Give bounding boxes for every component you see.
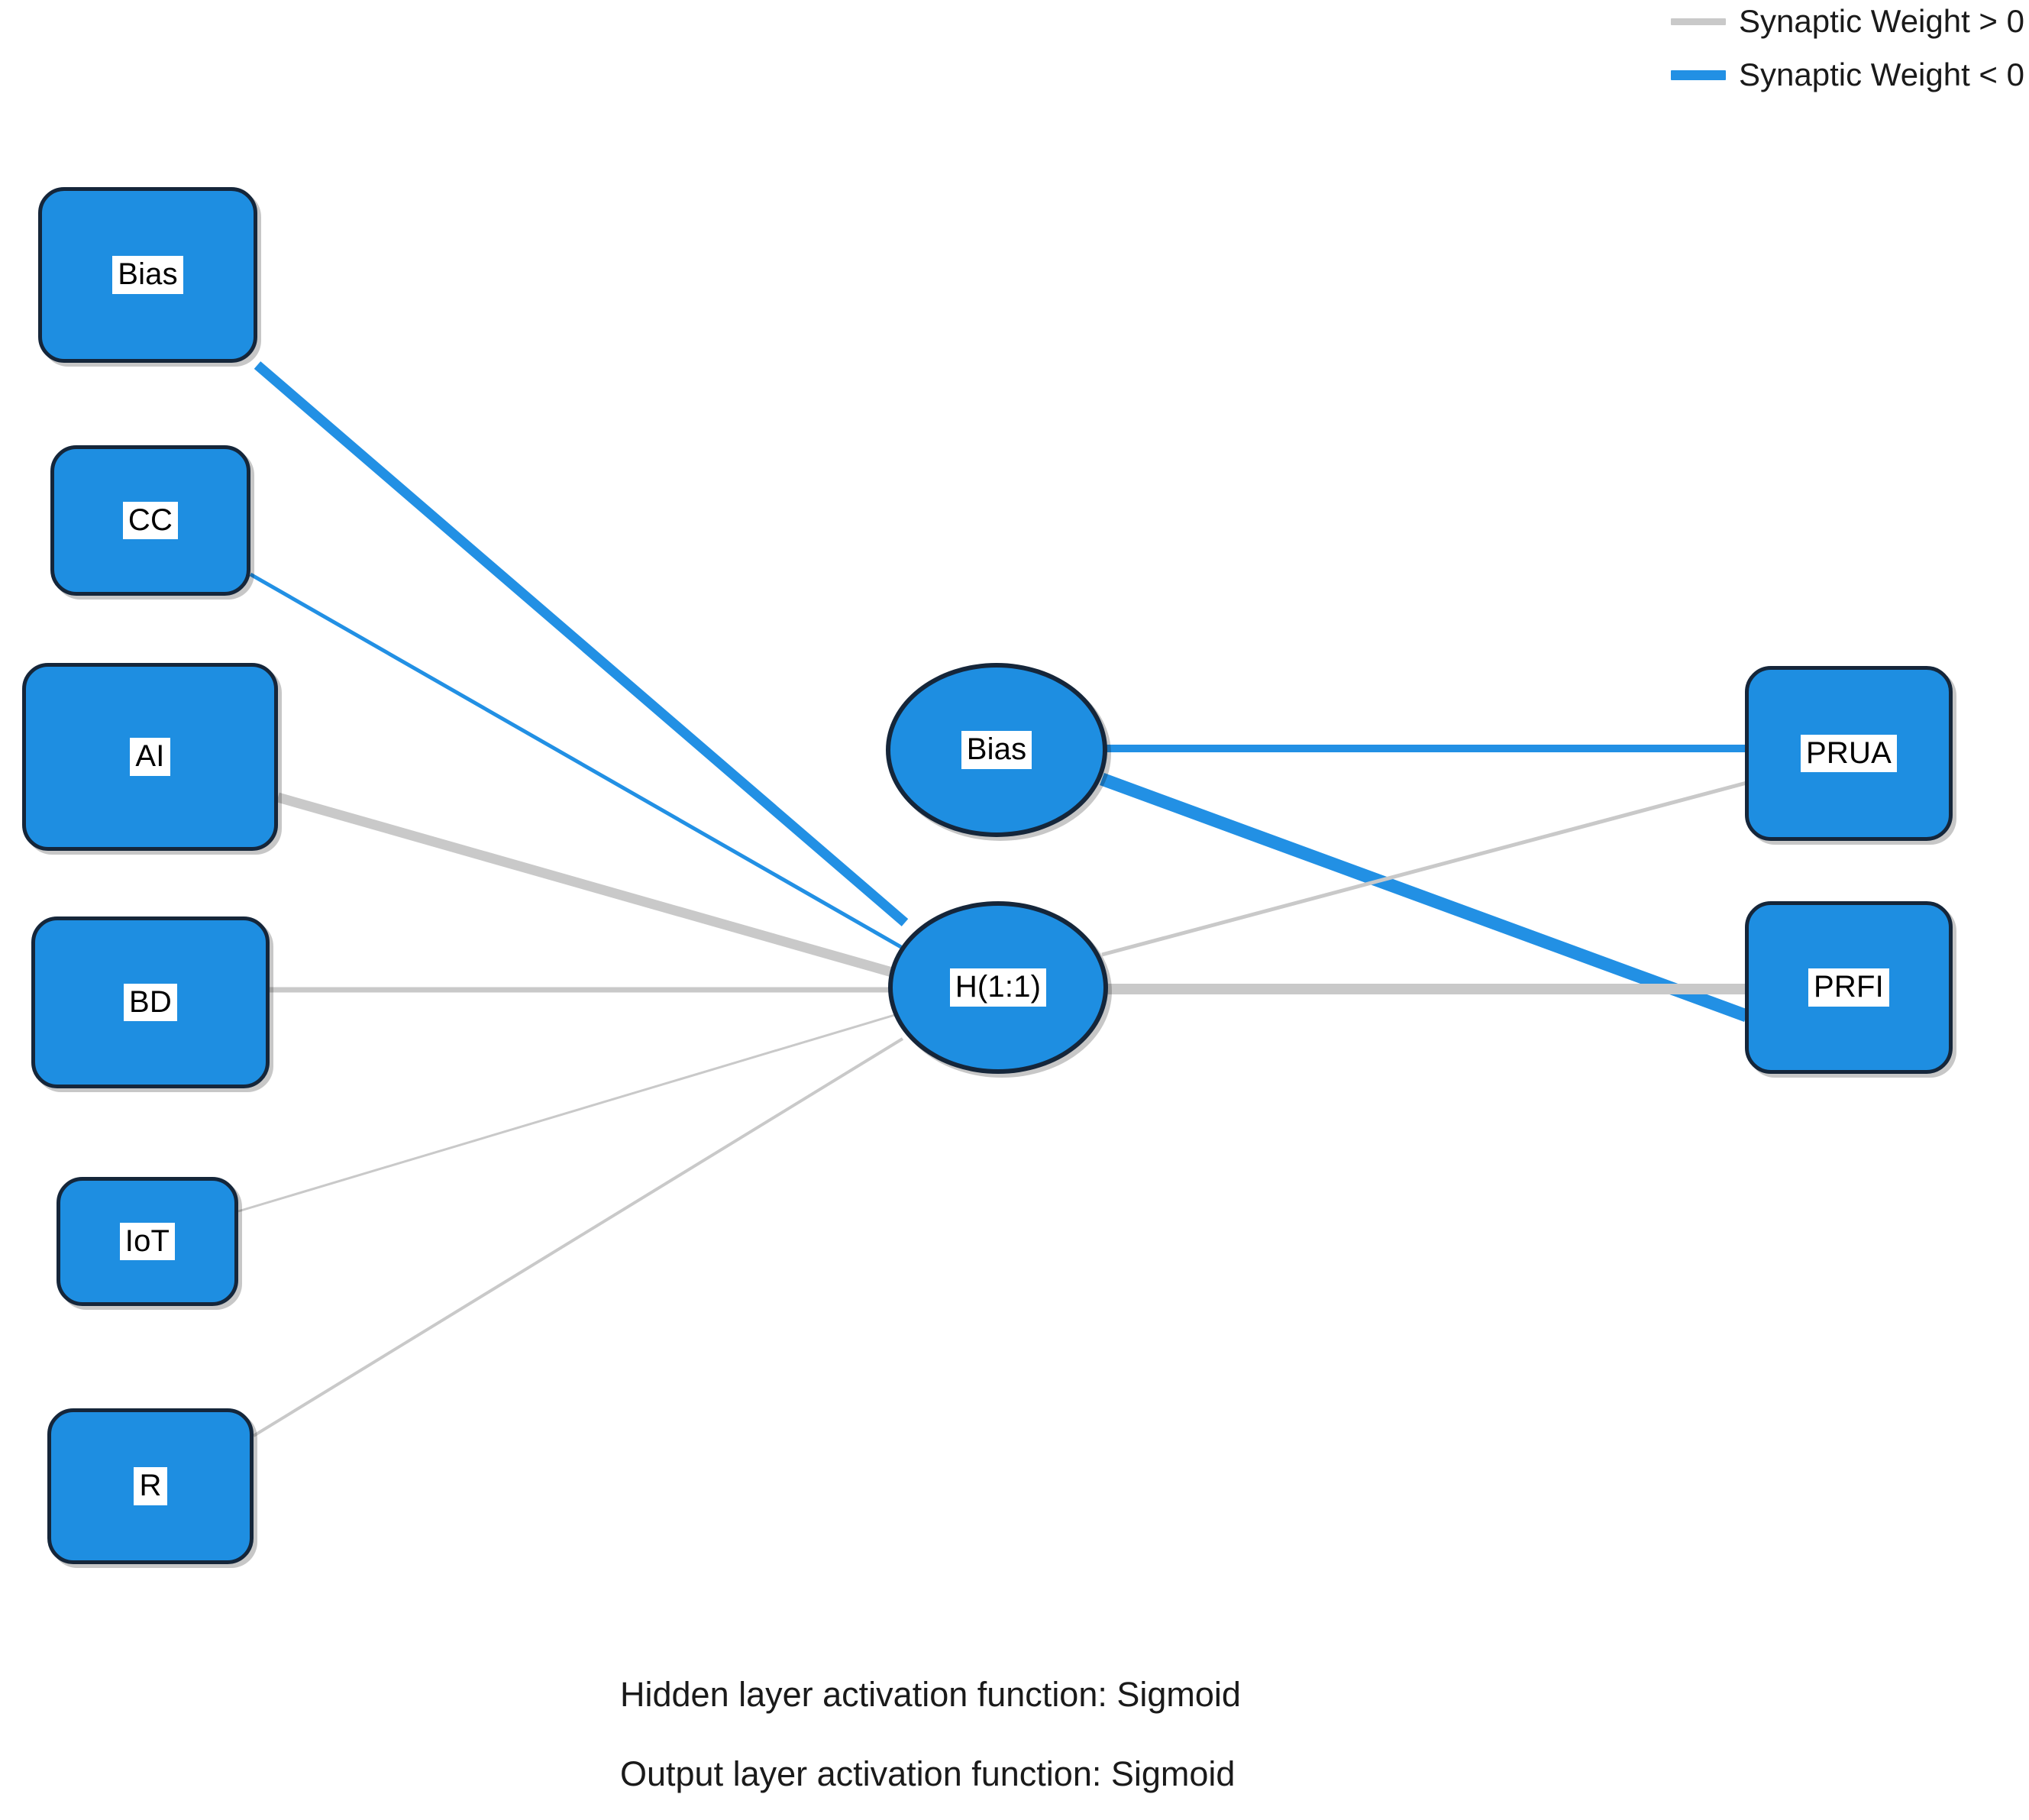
input-node-in_r[interactable]: R [47,1408,254,1564]
edge-h_bias-to-out_prfi [1100,773,1749,1022]
node-label: IoT [119,1222,176,1261]
node-label: Bias [961,731,1032,769]
input-node-in_cc[interactable]: CC [50,445,250,596]
edge-in_ai-to-h_1_1 [276,792,899,979]
input-node-in_iot[interactable]: IoT [57,1177,238,1306]
edge-h_1_1-to-out_prua [1101,781,1747,957]
node-label: CC [122,501,179,540]
footnotes: Hidden layer activation function: Sigmoi… [620,1675,1241,1794]
input-node-in_bd[interactable]: BD [31,916,270,1088]
legend: Synaptic Weight > 0 Synaptic Weight < 0 [1671,3,2024,93]
edge-in_r-to-h_1_1 [252,1037,904,1437]
legend-swatch-negative [1671,70,1727,80]
input-node-in_ai[interactable]: AI [22,663,278,851]
edge-in_bias-to-h_1_1 [254,361,909,926]
node-label: Bias [112,256,183,294]
input-node-in_bias[interactable]: Bias [38,187,257,363]
output-node-out_prua[interactable]: PRUA [1745,666,1953,841]
footnote-hidden-activation: Hidden layer activation function: Sigmoi… [620,1675,1241,1714]
legend-swatch-positive [1671,18,1727,25]
legend-item-positive: Synaptic Weight > 0 [1671,3,2024,40]
node-label: PRUA [1801,734,1897,773]
footnote-output-activation: Output layer activation function: Sigmoi… [620,1754,1236,1793]
node-label: H(1:1) [949,968,1047,1007]
node-label: BD [124,983,177,1022]
edge-in_iot-to-h_1_1 [237,1013,898,1213]
legend-item-negative: Synaptic Weight < 0 [1671,57,2024,93]
legend-label-negative: Synaptic Weight < 0 [1739,57,2024,92]
node-label: R [134,1467,167,1505]
node-label: PRFI [1808,968,1889,1007]
output-node-out_prfi[interactable]: PRFI [1745,901,1953,1074]
node-label: AI [130,738,170,776]
hidden-node-h_1_1[interactable]: H(1:1) [888,901,1108,1074]
legend-label-positive: Synaptic Weight > 0 [1739,3,2024,39]
hidden-node-h_bias[interactable]: Bias [886,663,1107,837]
edge-in_cc-to-h_1_1 [249,572,903,949]
